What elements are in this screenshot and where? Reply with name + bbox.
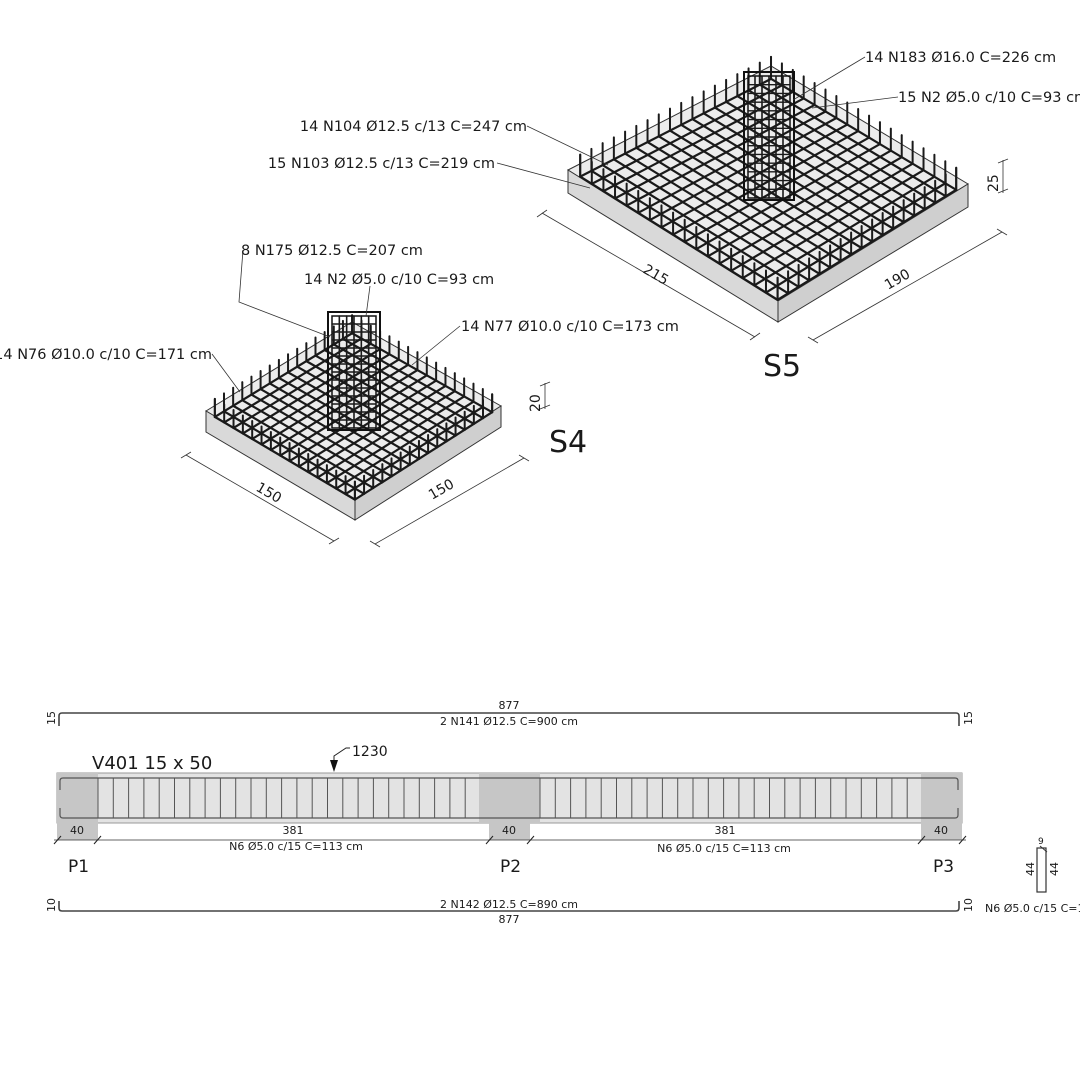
bottom-bar-length: 877 (499, 913, 520, 926)
bottom-bar-hook-right: 10 (962, 898, 975, 912)
s4-edge-hooks (213, 314, 494, 501)
s4-leaders (211, 249, 461, 393)
s4-rebar-mesh (213, 332, 494, 501)
s4-label-4: 14 N76 Ø10.0 c/10 C=171 cm (0, 347, 212, 363)
support-p1-name: P1 (68, 857, 89, 877)
span-1-stirrups: N6 Ø5.0 c/15 C=113 cm (229, 840, 363, 853)
bottom-bar-label: 2 N142 Ø12.5 C=890 cm (440, 898, 578, 911)
support-p1-width: 40 (70, 824, 84, 837)
beam-v401: 877 2 N141 Ø12.5 C=900 cm 15 15 V401 15 … (45, 699, 1080, 926)
s4-label-1: 8 N175 Ø12.5 C=207 cm (241, 243, 423, 259)
section-marker: 1230 (330, 744, 388, 772)
s4-title: S4 (549, 425, 587, 460)
s4-dim-height: 20 (528, 394, 544, 412)
support-p2-zone (479, 773, 540, 823)
top-bar-length: 877 (499, 699, 520, 712)
support-p2 (489, 823, 530, 840)
footing-s4: 8 N175 Ø12.5 C=207 cm 14 N2 Ø5.0 c/10 C=… (0, 243, 679, 548)
span-2-stirrups: N6 Ø5.0 c/15 C=113 cm (657, 842, 791, 855)
top-bar-hook-right: 15 (962, 711, 975, 725)
top-bar (58, 712, 960, 726)
beam-title: V401 15 x 50 (92, 753, 212, 774)
support-p3-width: 40 (934, 824, 948, 837)
s4-label-3: 14 N77 Ø10.0 c/10 C=173 cm (461, 319, 679, 335)
stirrup-label: N6 Ø5.0 c/15 C=11 (985, 902, 1080, 915)
stirrup-h-right: 44 (1048, 862, 1061, 876)
span-1-length: 381 (283, 824, 304, 837)
s4-dimensions (180, 381, 551, 548)
s5-label-2: 15 N2 Ø5.0 c/10 C=93 cm (898, 90, 1080, 106)
top-bar-label: 2 N141 Ø12.5 C=900 cm (440, 715, 578, 728)
s5-column-cage (743, 71, 795, 201)
stirrup-h-left: 44 (1024, 862, 1037, 876)
s5-dim-length: 215 (640, 262, 671, 289)
s5-dim-width: 190 (882, 266, 913, 293)
bottom-bar (58, 901, 960, 912)
stirrup-top: 9 (1038, 837, 1044, 847)
s5-label-3: 14 N104 Ø12.5 c/13 C=247 cm (300, 119, 527, 135)
s4-column-cage (327, 311, 381, 431)
s5-dimensions (536, 158, 1009, 344)
span-2-length: 381 (715, 824, 736, 837)
support-p3-zone (921, 773, 962, 823)
inner-top-bar (59, 777, 959, 790)
beam-stirrups (97, 777, 908, 819)
s4-label-2: 14 N2 Ø5.0 c/10 C=93 cm (304, 272, 494, 288)
support-p3-name: P3 (933, 857, 954, 877)
inner-bottom-bar (59, 808, 959, 819)
support-p2-name: P2 (500, 857, 521, 877)
section-marker-label: 1230 (352, 744, 388, 760)
s5-right-face (777, 183, 969, 323)
stirrup-detail: 44 44 9 N6 Ø5.0 c/15 C=11 (985, 837, 1080, 915)
s5-leaders (496, 56, 899, 189)
top-bar-hook-left: 15 (45, 711, 58, 725)
support-p1 (57, 823, 98, 840)
support-p3 (921, 823, 962, 840)
s5-label-4: 15 N103 Ø12.5 c/13 C=219 cm (268, 156, 495, 172)
s5-label-1: 14 N183 Ø16.0 C=226 cm (865, 50, 1056, 66)
footing-s5: 14 N183 Ø16.0 C=226 cm 15 N2 Ø5.0 c/10 C… (268, 50, 1080, 384)
support-p1-zone (57, 773, 98, 823)
bottom-bar-hook-left: 10 (45, 898, 58, 912)
s5-title: S5 (763, 349, 801, 384)
support-p2-width: 40 (502, 824, 516, 837)
s5-dim-height: 25 (986, 174, 1002, 192)
